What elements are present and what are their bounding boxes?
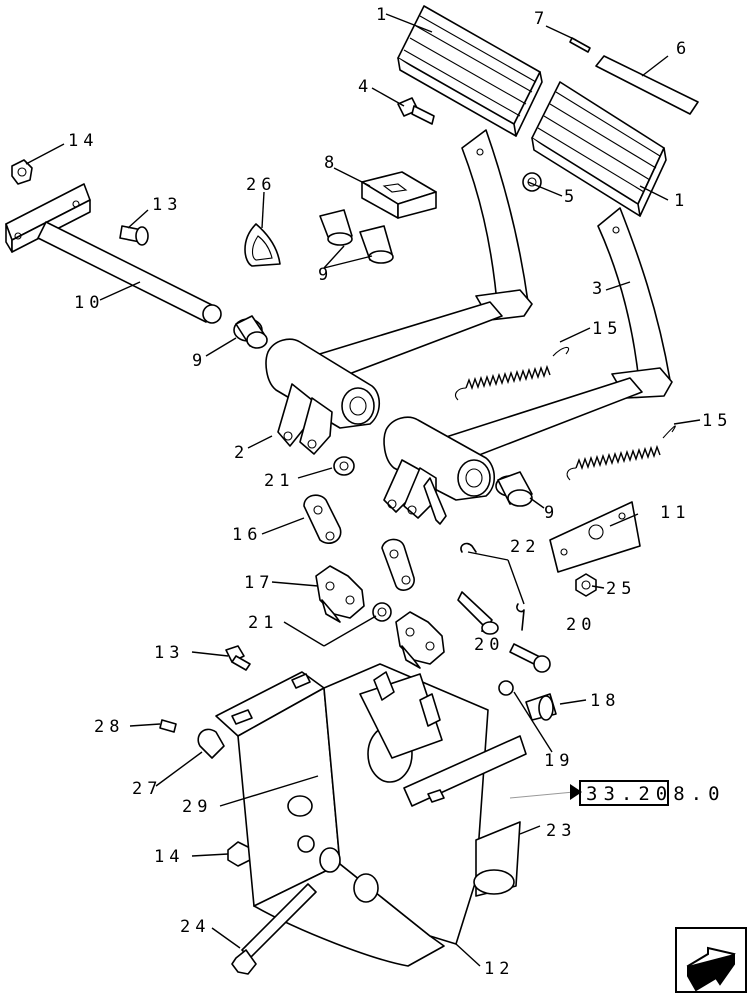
next-page-arrow-icon[interactable]: [675, 927, 747, 993]
callout-15-lower: 15: [702, 411, 732, 431]
callout-14-lower: 14: [154, 847, 184, 867]
washer-19: [498, 680, 514, 696]
callout-1-upper: 1: [376, 5, 391, 25]
mounting-plate: [549, 501, 641, 573]
callout-22: 22: [510, 537, 540, 557]
pad-plate: [595, 55, 699, 115]
washer-upper: [333, 456, 355, 476]
bushing-b: [359, 225, 394, 264]
callout-14-upper: 14: [68, 131, 98, 151]
callout-23: 23: [546, 821, 576, 841]
callout-13-lower: 13: [154, 643, 184, 663]
link-plate-b: [381, 538, 415, 591]
pedal-pad-upper: [397, 5, 543, 137]
callout-17: 17: [244, 573, 274, 593]
cotter-pin-upper: [460, 542, 477, 553]
callout-10: 10: [74, 293, 104, 313]
callout-18: 18: [590, 691, 620, 711]
return-spring-lower: [566, 425, 676, 481]
reference-link[interactable]: 33.208.0: [570, 780, 726, 806]
callout-12: 12: [484, 959, 514, 979]
pedal-pad-lower: [531, 81, 667, 217]
callout-19: 19: [544, 751, 574, 771]
pivot-shaft: [5, 183, 222, 324]
wire-clamp: [197, 728, 225, 759]
bushing-a: [319, 209, 353, 246]
mounting-bracket: [215, 663, 527, 967]
callout-8: 8: [324, 153, 339, 173]
callout-21-upper: 21: [264, 471, 294, 491]
pad-bolt: [397, 97, 435, 125]
callout-26: 26: [246, 175, 276, 195]
pedal-arm-right: [383, 207, 673, 525]
callout-27: 27: [132, 779, 162, 799]
nut-upper: [11, 159, 33, 185]
nut-right: [575, 573, 597, 597]
reference-label: 33.208.0: [586, 783, 726, 805]
bolt-18: [525, 693, 557, 721]
clevis-pin-lower: [509, 643, 551, 673]
return-spring-upper: [455, 346, 570, 401]
clevis-upper: [315, 565, 365, 623]
callout-11: 11: [660, 503, 690, 523]
screw-28: [159, 719, 177, 733]
callout-labels: 1 7 6 4 5 1 8 26 13 14 10 9 9 3 15 15 2 …: [68, 5, 732, 979]
callout-24: 24: [180, 917, 210, 937]
bolt-upper: [119, 225, 149, 246]
callout-5: 5: [564, 187, 579, 207]
callout-9-right: 9: [544, 503, 559, 523]
callout-3: 3: [592, 279, 607, 299]
callout-20-upper: 20: [474, 635, 504, 655]
callout-9-upper: 9: [318, 265, 333, 285]
clevis-lower: [395, 611, 445, 669]
washer-lower: [372, 602, 392, 622]
reference-arrow-icon: [570, 784, 582, 800]
bolt-lower: [225, 645, 251, 671]
callout-9-left: 9: [192, 351, 207, 371]
callout-13-upper: 13: [152, 195, 182, 215]
nut-lower: [227, 841, 251, 867]
callout-29: 29: [182, 797, 212, 817]
callout-21-lower: 21: [248, 613, 278, 633]
bushing-c: [233, 315, 268, 349]
callout-25: 25: [606, 579, 636, 599]
clevis-pin-upper: [457, 591, 499, 635]
pedal-arm-left: [265, 129, 533, 455]
link-plate-a: [303, 494, 342, 544]
reference-box: [579, 780, 669, 806]
callout-1-lower: 1: [674, 191, 689, 211]
retaining-clip: [244, 223, 281, 267]
callout-4: 4: [358, 77, 373, 97]
callout-2: 2: [234, 443, 249, 463]
leader-lines: [25, 13, 701, 967]
callout-20-lower: 20: [566, 615, 596, 635]
long-bolt: [231, 883, 317, 975]
bushing-d: [495, 471, 533, 507]
callout-7: 7: [534, 9, 549, 29]
cotter-pin-lower: [516, 603, 525, 631]
callout-28: 28: [94, 717, 124, 737]
callout-15-upper: 15: [592, 319, 622, 339]
roll-pin: [569, 37, 591, 53]
callout-6: 6: [676, 39, 691, 59]
callout-16: 16: [232, 525, 262, 545]
lock-nut: [522, 172, 542, 192]
spacer-block: [361, 171, 437, 219]
